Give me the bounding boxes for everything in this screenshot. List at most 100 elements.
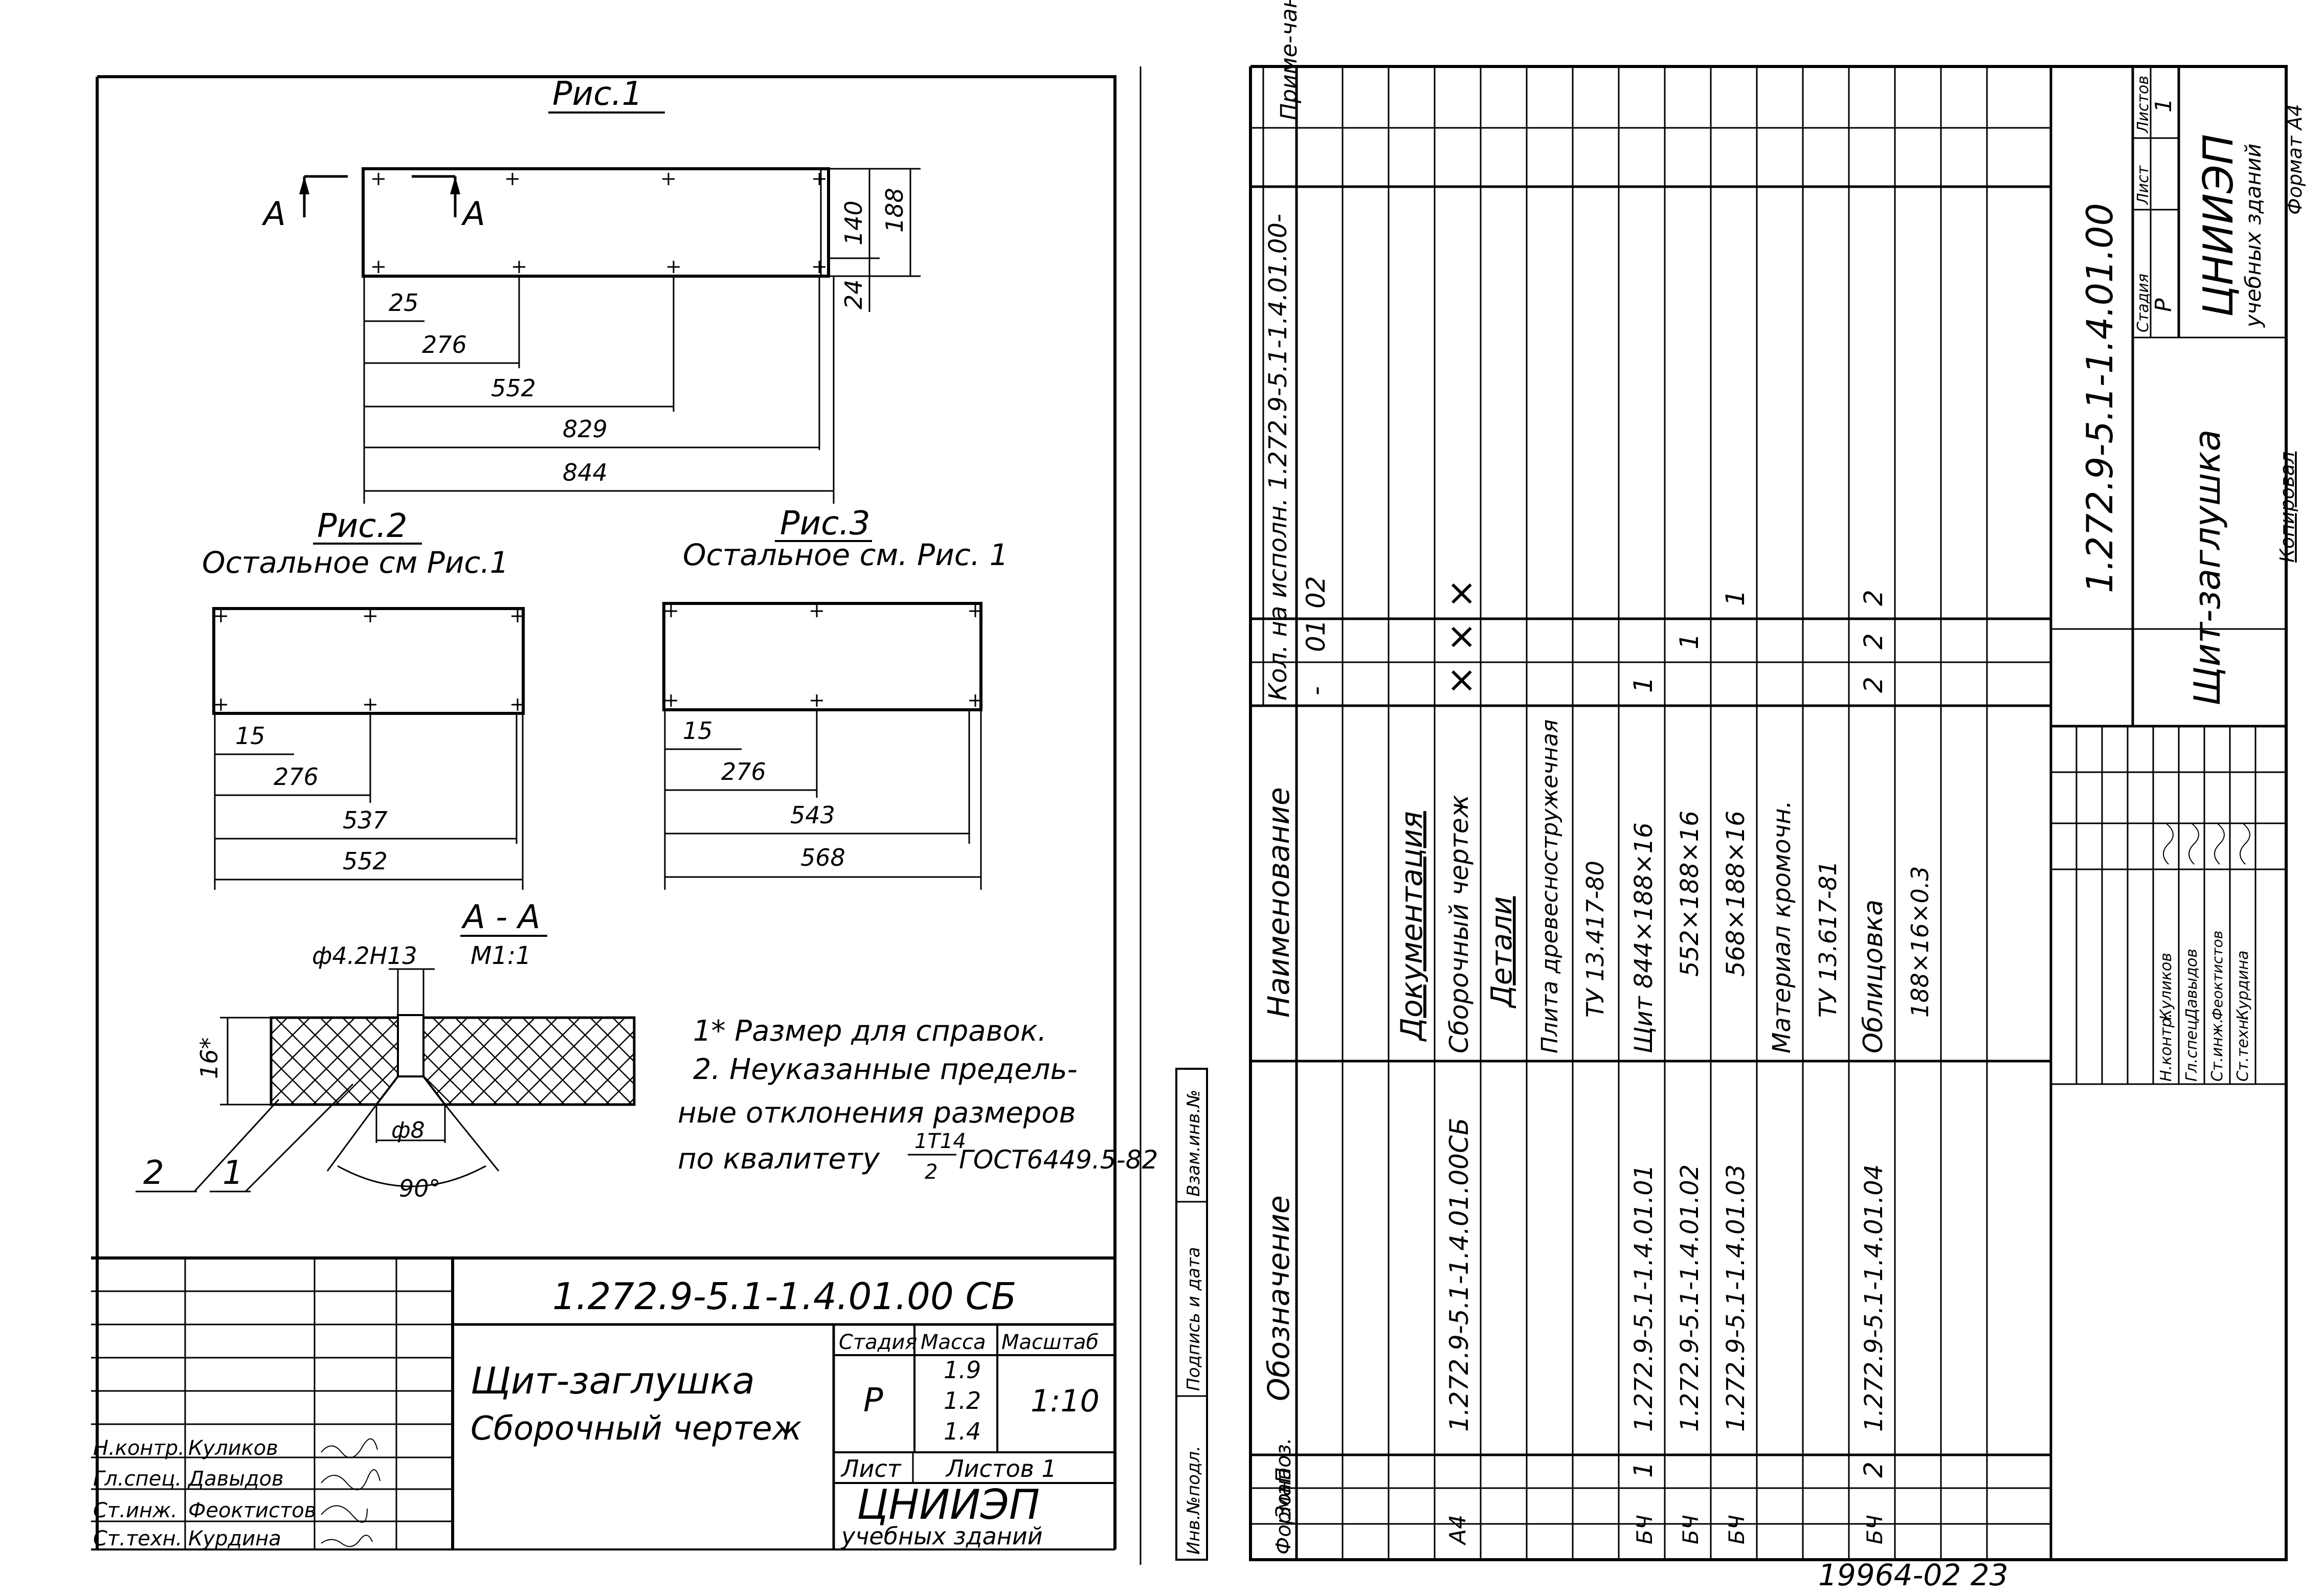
svg-text:Рис.3: Рис.3 — [780, 505, 870, 543]
svg-text:1: 1 — [1674, 633, 1704, 649]
right-doc-code: 1.272.9-5.1-1.4.01.00 — [2079, 203, 2121, 593]
svg-text:-: - — [1301, 686, 1331, 695]
svg-text:140: 140 — [840, 200, 867, 245]
svg-text:1: 1 — [1628, 1462, 1658, 1478]
svg-text:Р: Р — [863, 1382, 883, 1420]
svg-text:1: 1 — [2151, 98, 2177, 113]
svg-text:543: 543 — [790, 801, 835, 829]
svg-text:Ст.техн.: Ст.техн. — [2234, 1015, 2252, 1082]
svg-text:Щит-заглушка: Щит-заглушка — [2186, 430, 2228, 706]
svg-text:БЧ: БЧ — [1724, 1515, 1749, 1544]
fig2-panel — [212, 607, 525, 715]
signature-mark — [321, 1505, 368, 1523]
svg-text:Рис.2: Рис.2 — [317, 507, 407, 545]
table-row: БЧ 1.272.9-5.1-1.4.01.02 552×188×16 1 — [1674, 633, 1704, 1544]
svg-text:Р: Р — [2151, 298, 2177, 312]
svg-text:Феоктистов: Феоктистов — [188, 1499, 316, 1522]
signature-mark — [2163, 823, 2174, 865]
svg-text:Остальное см. Рис. 1: Остальное см. Рис. 1 — [683, 537, 1009, 572]
svg-text:24: 24 — [840, 279, 867, 309]
svg-text:1Т14: 1Т14 — [914, 1130, 966, 1153]
svg-text:Наименование: Наименование — [1261, 787, 1296, 1018]
svg-text:552: 552 — [491, 374, 536, 402]
svg-text:Взам.инв.№: Взам.инв.№ — [1183, 1090, 1204, 1197]
table-row: А4 1.272.9-5.1-1.4.01.00СБ Сборочный чер… — [1440, 578, 1482, 1546]
svg-text:Приме-чание: Приме-чание — [1276, 0, 1302, 120]
svg-text:Листов: Листов — [2134, 76, 2152, 133]
svg-text:БЧ: БЧ — [1632, 1515, 1657, 1544]
spec-rows: Документация А4 1.272.9-5.1-1.4.01.00СБ … — [1394, 578, 1934, 1546]
signature-mark — [321, 1535, 373, 1547]
svg-text:15: 15 — [235, 722, 265, 750]
svg-text:Листов 1: Листов 1 — [945, 1455, 1057, 1482]
table-row: ТУ 13.617-81 — [1814, 861, 1842, 1018]
svg-text:02: 02 — [1301, 576, 1331, 609]
left-doc-code: 1.272.9-5.1-1.4.01.00 СБ — [552, 1275, 1016, 1318]
svg-text:Кол. на исполн. 1.272.9-5.1-1.: Кол. на исполн. 1.272.9-5.1-1.4.01.00- — [1264, 214, 1292, 701]
svg-text:1:10: 1:10 — [1031, 1383, 1100, 1419]
svg-text:1.4: 1.4 — [944, 1418, 981, 1445]
svg-text:16*: 16* — [195, 1037, 223, 1079]
svg-text:2: 2 — [1859, 633, 1888, 649]
svg-text:2: 2 — [143, 1154, 164, 1192]
svg-text:Ст.техн.: Ст.техн. — [93, 1527, 182, 1550]
signature-mark — [2240, 823, 2250, 865]
svg-text:Щит-заглушка: Щит-заглушка — [471, 1359, 755, 1402]
svg-text:25: 25 — [389, 289, 419, 317]
svg-text:1: 1 — [1628, 677, 1658, 693]
svg-text:15: 15 — [683, 717, 713, 745]
section-mark-left: А — [261, 195, 286, 233]
svg-text:ТУ 13.617-81: ТУ 13.617-81 — [1814, 861, 1842, 1018]
svg-text:ЦНИИЭП: ЦНИИЭП — [2195, 134, 2242, 317]
table-row: БЧ 1.272.9-5.1-1.4.01.03 568×188×16 1 — [1721, 590, 1750, 1544]
svg-text:2. Неуказанные предель-: 2. Неуказанные предель- — [693, 1053, 1078, 1086]
svg-text:Плита древесностружечная: Плита древесностружечная — [1537, 720, 1563, 1053]
svg-text:276: 276 — [721, 758, 766, 785]
svg-text:Документация: Документация — [1394, 811, 1429, 1042]
svg-text:1.2: 1.2 — [944, 1387, 981, 1414]
svg-text:Ст.инж.: Ст.инж. — [2208, 1018, 2226, 1082]
svg-text:Ст.инж.: Ст.инж. — [93, 1499, 177, 1522]
svg-text:276: 276 — [274, 763, 319, 791]
table-row: Детали — [1485, 896, 1518, 1009]
svg-text:ТУ 13.417-80: ТУ 13.417-80 — [1581, 861, 1609, 1018]
svg-text:ф8: ф8 — [391, 1117, 425, 1143]
svg-text:Зона: Зона — [1272, 1467, 1295, 1519]
table-row: БЧ 2 1.272.9-5.1-1.4.01.04 Облицовка 2 2… — [1858, 590, 1889, 1544]
svg-text:Формат: Формат — [1272, 1471, 1295, 1555]
svg-text:Давыдов: Давыдов — [187, 1467, 284, 1491]
figure-1: Рис.1 А А — [261, 75, 921, 504]
section-mark-right: А — [461, 195, 485, 233]
svg-text:Детали: Детали — [1485, 896, 1518, 1009]
svg-text:Давыдов: Давыдов — [2183, 949, 2201, 1021]
svg-text:2: 2 — [925, 1160, 937, 1184]
svg-text:552×188×16: 552×188×16 — [1676, 811, 1704, 977]
svg-text:552: 552 — [343, 847, 388, 875]
signature-mark — [2188, 823, 2199, 865]
signature-mark — [321, 1438, 378, 1458]
svg-text:Облицовка: Облицовка — [1858, 900, 1889, 1053]
table-row: Документация — [1394, 811, 1429, 1042]
table-row: 188×16×0.3 — [1906, 866, 1934, 1018]
svg-text:1.9: 1.9 — [944, 1356, 981, 1384]
svg-text:ные отклонения размеров: ные отклонения размеров — [678, 1096, 1076, 1130]
figure-3: Рис.3 Остальное см. Рис. 1 15 276 543 56… — [662, 505, 1009, 890]
svg-text:Куликов: Куликов — [2157, 953, 2175, 1020]
svg-text:×: × — [1440, 578, 1482, 609]
spec-headers: Формат Зона Поз. Обозначение Наименовани… — [1261, 0, 1331, 1555]
svg-text:А - А: А - А — [461, 898, 540, 936]
svg-text:1.272.9-5.1-1.4.01.03: 1.272.9-5.1-1.4.01.03 — [1722, 1164, 1750, 1432]
svg-text:Поз.: Поз. — [1272, 1437, 1295, 1483]
svg-text:учебных зданий: учебных зданий — [840, 1522, 1043, 1550]
svg-text:ЦНИИЭП: ЦНИИЭП — [857, 1481, 1040, 1528]
svg-text:×: × — [1440, 622, 1482, 652]
svg-text:Масштаб: Масштаб — [1001, 1331, 1099, 1354]
svg-text:Н.контр.: Н.контр. — [93, 1436, 185, 1460]
fig3-panel — [662, 602, 982, 711]
svg-text:Подпись и дата: Подпись и дата — [1183, 1247, 1204, 1391]
svg-text:188: 188 — [881, 188, 908, 233]
copied-label: Копировал — [2276, 452, 2298, 563]
svg-text:учебных зданий: учебных зданий — [2241, 144, 2266, 328]
svg-text:2: 2 — [1859, 677, 1888, 693]
